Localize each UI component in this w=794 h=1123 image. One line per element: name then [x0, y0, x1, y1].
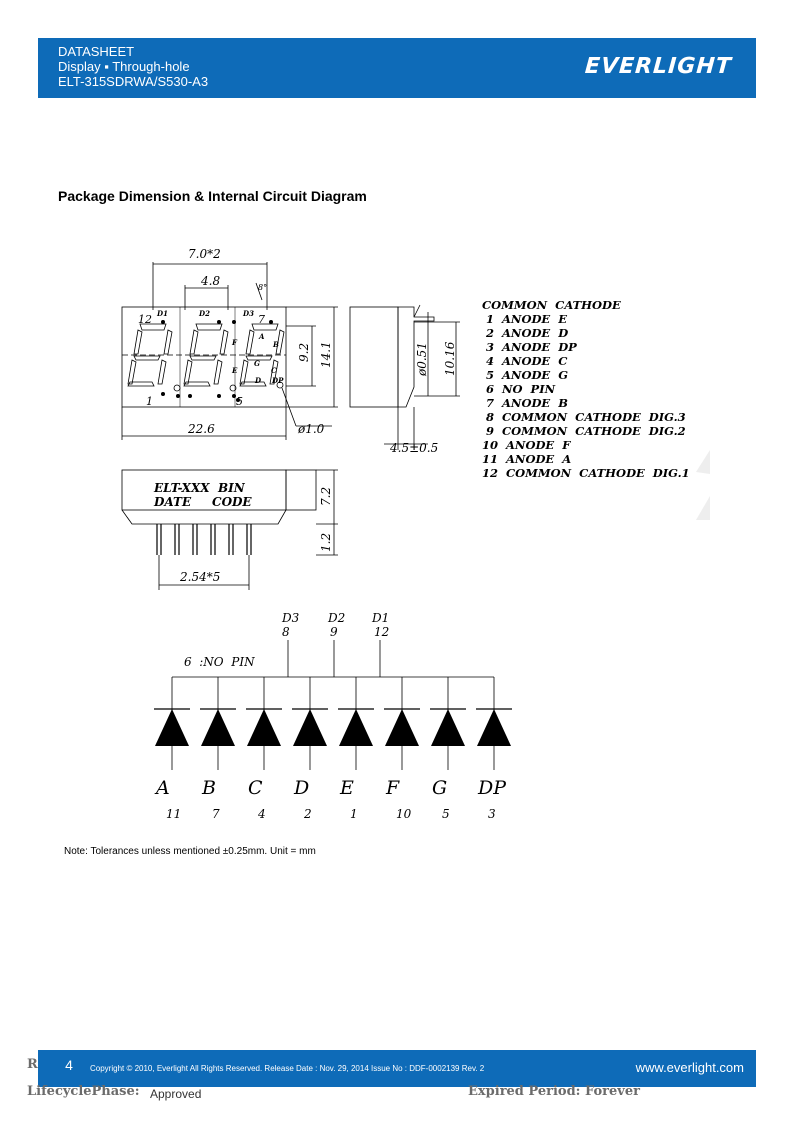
digit-3 — [239, 323, 285, 387]
legend-item: 11 ANODE A — [482, 452, 572, 466]
dim-pin-pitch: 2.54*5 — [179, 570, 220, 584]
header-bar: DATASHEET Display ▪ Through-hole ELT-315… — [38, 38, 756, 98]
diode-pin-label: 10 — [396, 807, 412, 821]
diode-seg-label: E — [339, 777, 354, 799]
d1-marker: D1 — [156, 309, 168, 318]
legend-item: 3 ANODE DP — [482, 340, 577, 354]
seg-b-marker: B — [272, 340, 279, 349]
part-number: ELT-315SDRWA/S530-A3 — [58, 74, 209, 89]
diode-pin-label: 3 — [488, 807, 496, 821]
dim-digit-width: 4.8 — [200, 274, 220, 288]
copyright-text: Copyright © 2010, Everlight All Rights R… — [90, 1064, 485, 1073]
legend-title: COMMON CATHODE — [482, 298, 621, 312]
dim-pitch-digit: 7.0*2 — [188, 247, 221, 261]
no-pin-note: 6 :NO PIN — [184, 655, 255, 669]
pin-7-label: 7 — [258, 313, 265, 326]
legend-item: 4 ANODE C — [482, 354, 568, 368]
diode-pin-label: 2 — [303, 807, 312, 821]
lifecycle-phase-label: LifecyclePhase: — [27, 1084, 140, 1099]
dim-side-height: 10.16 — [443, 341, 457, 376]
dim-dp-diameter: ø1.0 — [297, 422, 325, 436]
dim-total-height: 14.1 — [319, 341, 333, 368]
legend-item: 6 NO PIN — [482, 382, 556, 396]
legend-item: 9 COMMON CATHODE DIG.2 — [482, 424, 686, 438]
dim-angle: 8° — [258, 283, 267, 292]
diode-pin-label: 4 — [257, 807, 266, 821]
diode-dp: DP 3 — [476, 677, 512, 821]
front-view-body — [121, 306, 287, 408]
section-title: Package Dimension & Internal Circuit Dia… — [58, 188, 367, 204]
diode-pin-label: 5 — [442, 807, 450, 821]
d3-marker: D3 — [242, 309, 254, 318]
common-d1-pin: 12 — [374, 625, 389, 639]
diode-pin-label: 11 — [166, 807, 181, 821]
diode-seg-label: A — [154, 777, 170, 799]
pin-legend: COMMON CATHODE 1 ANODE E 2 ANODE D 3 ANO… — [482, 298, 690, 480]
diode-seg-label: D — [293, 777, 309, 799]
diode-pin-label: 7 — [212, 807, 220, 821]
dim-digit-height: 9.2 — [297, 343, 311, 362]
legend-item: 12 COMMON CATHODE DIG.1 — [482, 466, 690, 480]
dim-pin-length: 1.2 — [319, 533, 333, 552]
revision-letter: R — [27, 1057, 38, 1072]
label-part: ELT-XXX BIN — [153, 481, 246, 495]
seg-c-marker: C — [271, 366, 277, 375]
diode-d: D2 — [292, 677, 328, 821]
diode-e: E1 — [338, 677, 374, 821]
tolerance-note: Note: Tolerances unless mentioned ±0.25m… — [64, 846, 316, 857]
diode-seg-label: B — [201, 777, 216, 799]
doc-type: DATASHEET — [58, 44, 135, 59]
doc-category: Display ▪ Through-hole — [58, 59, 190, 74]
diode-seg-label: F — [385, 777, 400, 799]
pin-5-label: 5 — [236, 395, 243, 408]
page-number: 4 — [65, 1057, 73, 1073]
legend-item: 2 ANODE D — [482, 326, 569, 340]
expired-period: Expired Period: Forever — [468, 1084, 640, 1099]
diode-c: C4 — [246, 677, 282, 821]
pin-12-label: 12 — [138, 313, 152, 326]
lifecycle-approved: Approved — [150, 1087, 202, 1101]
diode-pin-label: 1 — [350, 807, 358, 821]
common-d1-name: D1 — [371, 611, 389, 625]
digit-1 — [127, 323, 173, 387]
website-link[interactable]: www.everlight.com — [635, 1060, 744, 1075]
seg-dp-marker: DP — [271, 376, 284, 385]
dim-total-width: 22.6 — [187, 422, 215, 436]
d2-marker: D2 — [198, 309, 210, 318]
label-date-code: DATE CODE — [153, 495, 252, 509]
legend-item: 10 ANODE F — [482, 438, 571, 452]
footer-bar: 4 Copyright © 2010, Everlight All Rights… — [38, 1050, 756, 1087]
legend-item: 1 ANODE E — [482, 312, 567, 326]
common-d2-name: D2 — [327, 611, 345, 625]
diode-seg-label: G — [432, 777, 447, 799]
common-d2-pin: 9 — [330, 625, 338, 639]
dim-depth: 4.5±0.5 — [389, 441, 438, 455]
legend-item: 5 ANODE G — [482, 368, 569, 382]
dim-bottom-height: 7.2 — [319, 487, 333, 506]
digit-2 — [183, 323, 229, 387]
diode-seg-label: DP — [477, 777, 507, 799]
seg-e-marker: E — [231, 366, 238, 375]
diode-a: A 11 — [154, 677, 190, 821]
common-d3-pin: 8 — [282, 625, 290, 639]
seg-a-marker: A — [258, 332, 265, 341]
dim-pin-diameter: ø0.51 — [415, 342, 429, 377]
legend-item: 8 COMMON CATHODE DIG.3 — [482, 410, 686, 424]
seg-d-marker: D — [254, 376, 262, 385]
diode-seg-label: C — [248, 777, 263, 799]
diode-f: F 10 — [384, 677, 420, 821]
pin-1-label: 1 — [146, 395, 153, 408]
diode-g: G5 — [430, 677, 466, 821]
common-d3-name: D3 — [281, 611, 300, 625]
watermark-shape — [696, 450, 710, 520]
seg-g-marker: G — [254, 359, 260, 368]
seg-f-marker: F — [231, 338, 238, 347]
legend-item: 7 ANODE B — [482, 396, 568, 410]
diode-b: B7 — [200, 677, 236, 821]
